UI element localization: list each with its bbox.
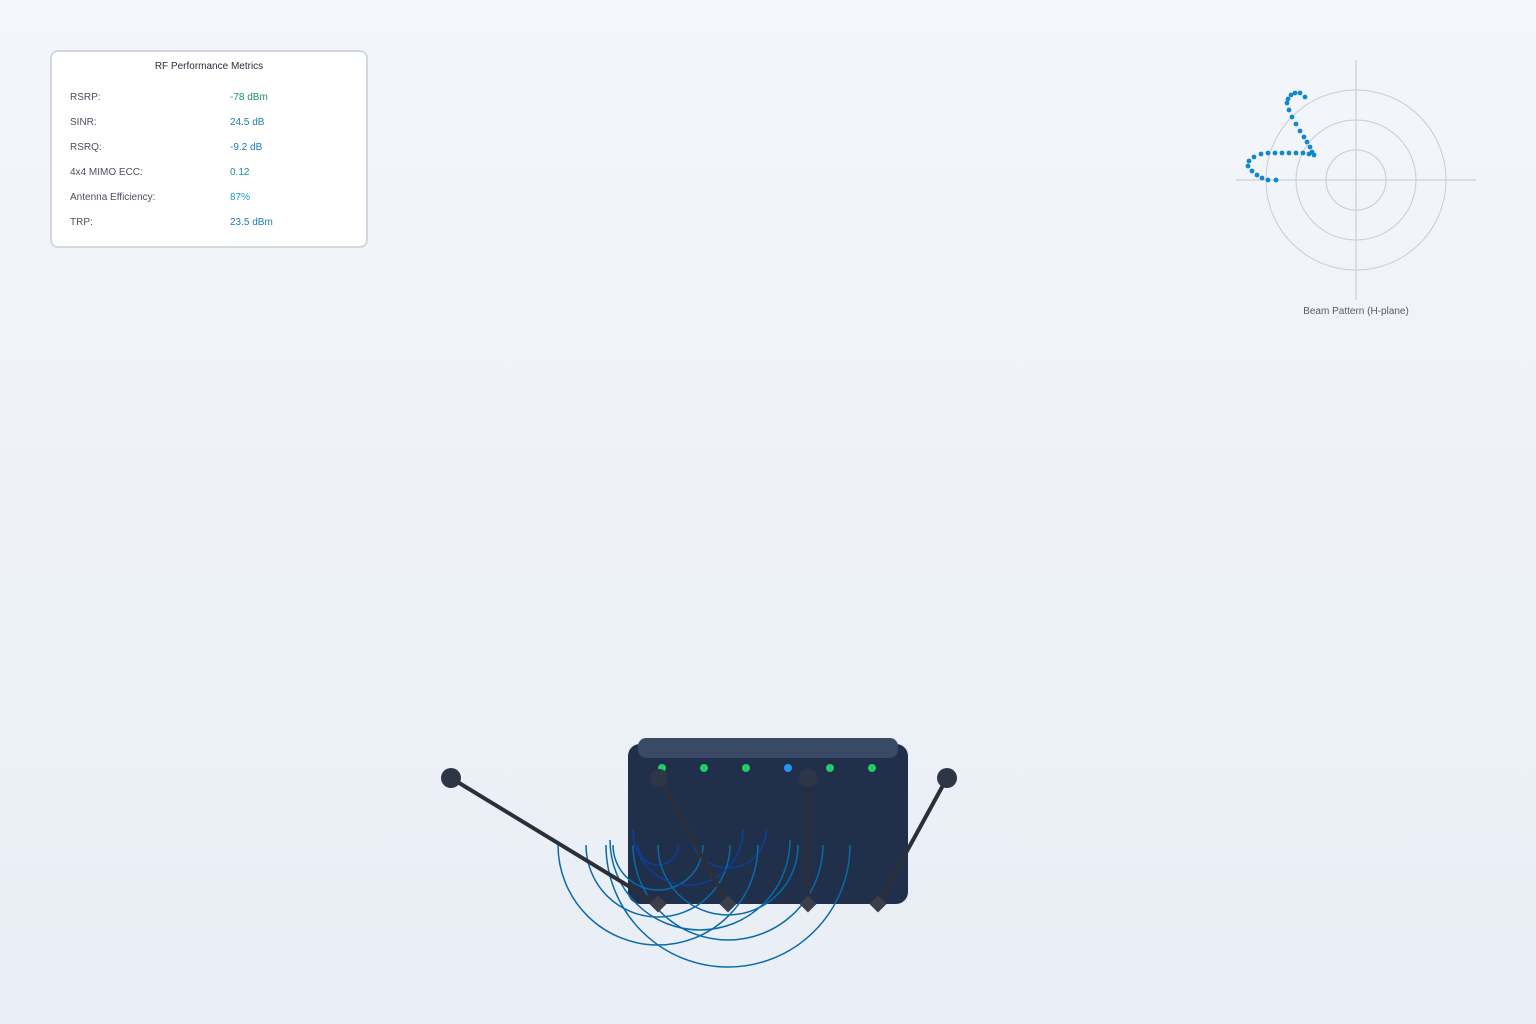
beam-pattern-plot: Beam Pattern (H-plane): [1236, 60, 1476, 317]
metric-value: -78 dBm: [230, 92, 268, 103]
antenna-tip-center-right: [799, 769, 817, 787]
beam-point: [1249, 168, 1255, 174]
polar-ring-middle: [1295, 119, 1417, 241]
metric-value: 23.5 dBm: [230, 217, 273, 228]
beam-point: [1301, 134, 1307, 140]
beam-point: [1307, 144, 1313, 150]
beam-point: [1297, 128, 1303, 134]
router-top-panel: [638, 738, 898, 758]
antenna-rod-left: [449, 776, 660, 906]
beam-point: [1289, 114, 1295, 120]
router-body: [628, 744, 908, 904]
router-antennas: [441, 768, 957, 913]
antenna-tip-right: [937, 768, 957, 788]
antenna-tip-center-left: [650, 769, 668, 787]
beam-point: [1302, 94, 1308, 100]
beam-point: [1292, 90, 1298, 96]
beam-point: [1284, 100, 1290, 106]
beam-point: [1311, 152, 1317, 158]
metric-value: -9.2 dB: [230, 142, 263, 153]
metric-label: TRP:: [70, 217, 93, 228]
beam-point: [1297, 90, 1303, 96]
beam-point: [1272, 150, 1278, 156]
beam-point: [1300, 150, 1306, 156]
antenna-rod-right: [876, 776, 949, 906]
metric-row-rsrp: RSRP: -78 dBm: [70, 92, 350, 106]
beam-point: [1288, 92, 1294, 98]
beam-point: [1286, 150, 1292, 156]
beam-point: [1279, 150, 1285, 156]
beam-point: [1293, 150, 1299, 156]
antenna-base-4: [869, 895, 887, 913]
beam-point: [1306, 151, 1312, 157]
beam-pattern-points: [1245, 90, 1317, 183]
beam-point: [1254, 172, 1260, 178]
status-led-6: [868, 764, 876, 772]
metric-label: RSRP:: [70, 92, 101, 103]
metric-label: Antenna Efficiency:: [70, 192, 156, 203]
signal-wave-arc-4: [657, 844, 799, 916]
antenna-rod-center-left: [657, 776, 730, 906]
antenna-tip-left: [441, 768, 461, 788]
beam-point: [1286, 107, 1292, 113]
antenna-base-3: [799, 895, 817, 913]
beam-point: [1285, 96, 1291, 102]
router-device: [441, 738, 957, 968]
polar-ring-inner: [1325, 149, 1387, 211]
metric-label: SINR:: [70, 117, 97, 128]
beam-point: [1259, 175, 1265, 181]
router-status-leds: [658, 764, 876, 772]
rf-metrics-panel: RF Performance Metrics RSRP: -78 dBm SIN…: [50, 50, 368, 248]
metric-label: 4x4 MIMO ECC:: [70, 167, 143, 178]
metric-row-mimo-ecc: 4x4 MIMO ECC: 0.12: [70, 167, 350, 181]
signal-wave-arc-5: [585, 844, 731, 918]
beam-point: [1246, 158, 1252, 164]
signal-wave-arc-3: [612, 844, 704, 891]
metric-label: RSRQ:: [70, 142, 102, 153]
beam-point: [1304, 139, 1310, 145]
metric-value: 87%: [230, 192, 251, 203]
metric-row-rsrq: RSRQ: -9.2 dB: [70, 142, 350, 156]
beam-point: [1258, 151, 1264, 157]
beam-pattern-caption: Beam Pattern (H-plane): [1303, 306, 1409, 317]
signal-wave-arc-1: [637, 844, 679, 866]
metrics-title: RF Performance Metrics: [154, 61, 264, 72]
status-led-3: [742, 764, 750, 772]
metric-value: 0.12: [230, 167, 250, 178]
signal-wave-arc-8: [605, 844, 851, 968]
antenna-base-1: [649, 895, 667, 913]
beam-point: [1273, 177, 1279, 183]
metric-value: 24.5 dB: [230, 117, 265, 128]
status-led-5: [826, 764, 834, 772]
metric-row-sinr: SINR: 24.5 dB: [70, 117, 350, 131]
beam-point: [1265, 150, 1271, 156]
antenna-base-2: [719, 895, 737, 913]
metric-row-trp: TRP: 23.5 dBm: [70, 217, 350, 231]
signal-wave-arc-6: [632, 844, 824, 941]
status-led-4: [784, 764, 792, 772]
beam-point: [1245, 163, 1251, 169]
metric-row-antenna-efficiency: Antenna Efficiency: 87%: [70, 192, 350, 206]
signal-wave-arc-9: [632, 829, 744, 886]
beam-point: [1293, 121, 1299, 127]
beam-point: [1251, 154, 1257, 160]
beam-point: [1265, 177, 1271, 183]
status-led-2: [700, 764, 708, 772]
